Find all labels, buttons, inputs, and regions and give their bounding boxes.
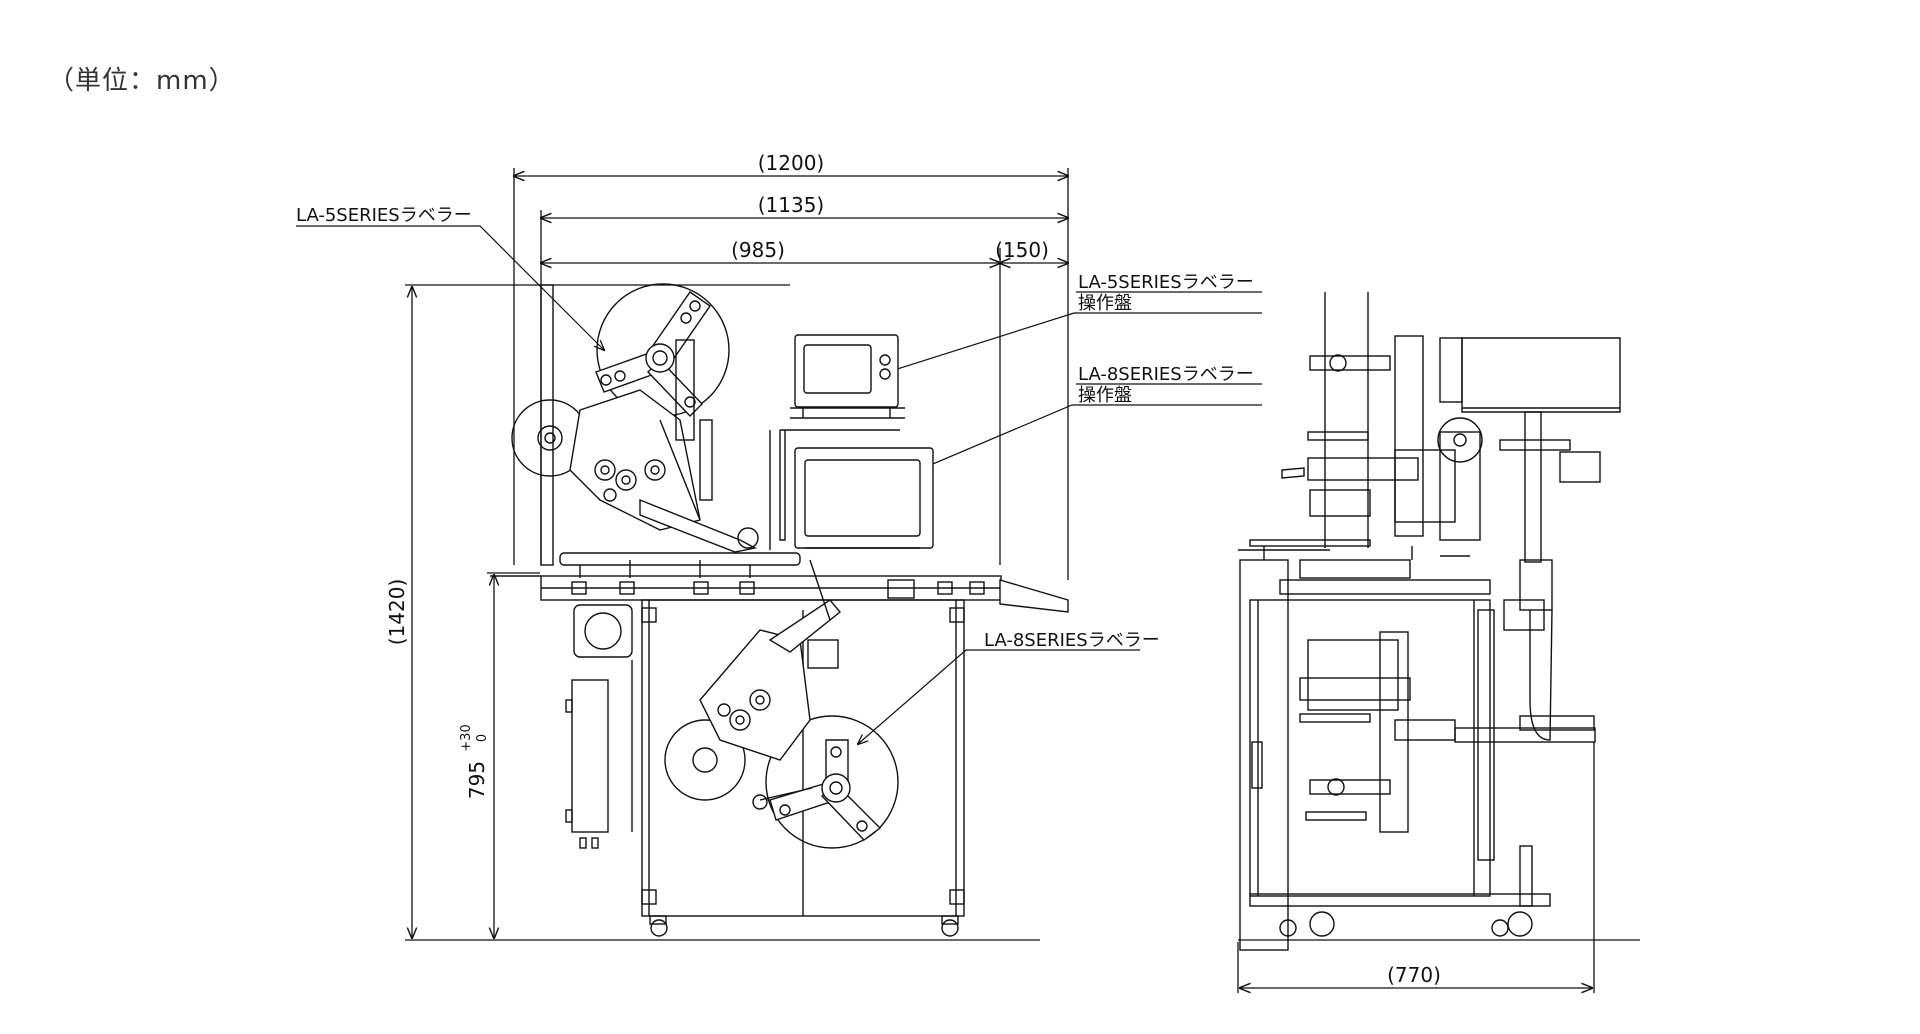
- front-view: [490, 283, 1069, 937]
- label-la8-panel-2: 操作盤: [1078, 385, 1132, 406]
- label-la5-panel-1: LA-5SERIESラベラー: [1078, 272, 1254, 293]
- la8-head-body: [699, 629, 811, 761]
- drive-motor: [573, 604, 633, 658]
- dim-795-tol-lower: 0: [475, 734, 490, 742]
- la5-side-plate: [1394, 335, 1424, 537]
- side-cabinet-left: [1239, 559, 1289, 951]
- la8-side-head: [1307, 639, 1399, 711]
- side-view: [1238, 292, 1621, 951]
- label-la8-panel-1: LA-8SERIESラベラー: [1078, 364, 1254, 385]
- label-la8-labeler: LA-8SERIESラベラー: [984, 630, 1160, 651]
- la5-operation-panel: [794, 334, 899, 408]
- leader-la8-labeler: [858, 649, 982, 744]
- conveyor-upper: [559, 552, 801, 566]
- label-la5-panel-2: 操作盤: [1078, 293, 1132, 314]
- dim-795-tol-upper: +30: [459, 724, 474, 751]
- leader-la5-labeler: [460, 225, 604, 350]
- outfeed-chute: [999, 579, 1069, 613]
- dim-1200: (1200): [758, 151, 825, 175]
- control-box: [571, 679, 609, 833]
- la5-panel-side: [1461, 337, 1621, 413]
- la8-operation-panel: [794, 447, 934, 549]
- label-la5-labeler: LA-5SERIESラベラー: [296, 205, 472, 226]
- la5-tri-arm: [595, 291, 711, 418]
- dim-985: (985): [731, 238, 785, 262]
- dim-150: (150): [995, 238, 1049, 262]
- la8-tri-arm: [769, 739, 882, 841]
- dim-770: (770): [1387, 963, 1441, 987]
- la8-reel: [765, 715, 899, 849]
- leader-la5-panel: [888, 312, 1076, 372]
- dim-795: 795: [465, 761, 489, 799]
- dim-1420: (1420): [385, 579, 409, 646]
- la8-rewind-reel: [664, 719, 746, 801]
- dim-1135: (1135): [758, 193, 825, 217]
- unit-note: （単位：mm）: [48, 66, 236, 96]
- side-cabinet: [1249, 599, 1491, 897]
- la5-head-body: [569, 389, 701, 531]
